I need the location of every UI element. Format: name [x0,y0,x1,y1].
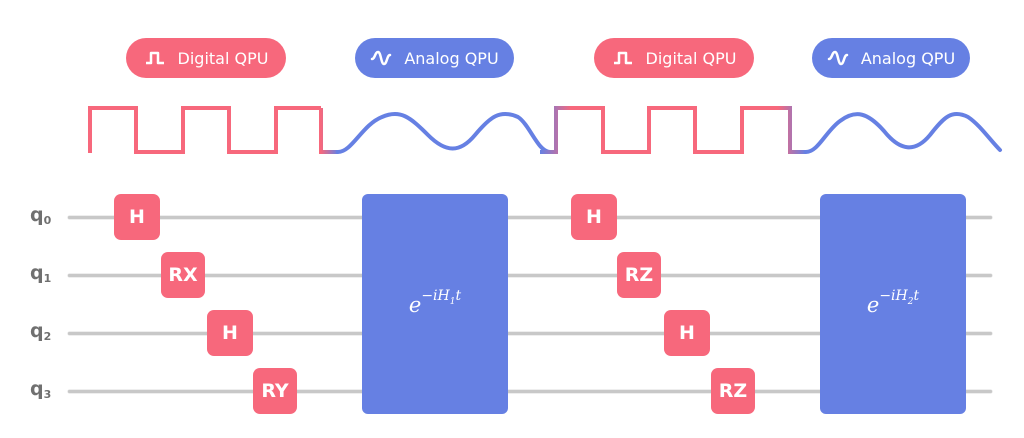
square-wave-icon [145,51,164,65]
analog-qpu-pill-2: Analog QPU [812,38,970,78]
transition-analog-digital-1 [540,106,572,154]
gate-h-q0[interactable]: H [571,194,617,240]
gate-rz-q3[interactable]: RZ [711,368,755,414]
gate-rx-q1[interactable]: RX [161,252,205,298]
gate-rz-q1[interactable]: RZ [617,252,661,298]
pill-label: Digital QPU [645,48,737,68]
sine-wave-segment-2 [804,111,1002,154]
gate-ry-q3[interactable]: RY [253,368,297,414]
gate-h-q2[interactable]: H [207,310,253,356]
qubit-wire-2 [68,332,992,335]
transition-digital-analog-2 [778,106,806,154]
pill-label: Analog QPU [404,48,499,68]
sine-wave-icon [827,50,849,66]
waveform [88,106,1002,154]
square-wave-icon [613,51,632,65]
gate-h-q0[interactable]: H [114,194,160,240]
hamiltonian-evolution-formula: e−iH1t [408,287,462,317]
qubit-label-0: q0 [30,204,52,227]
square-wave-segment-1 [88,106,321,154]
analog-qpu-pill-1: Analog QPU [355,38,514,78]
qubit-wire-1 [68,274,992,277]
qubit-label-3: q3 [30,378,52,401]
hamiltonian-evolution-formula: e−iH2t [866,287,920,317]
qubit-label-2: q2 [30,320,52,343]
analog-evolution-block-2[interactable]: e−iH2t [820,194,966,414]
qubit-label-1: q1 [30,262,52,285]
qubit-wire-0 [68,216,992,219]
digital-qpu-pill-1: Digital QPU [126,38,286,78]
square-wave-segment-2 [570,106,780,154]
qubit-wire-3 [68,390,992,393]
sine-wave-segment-1 [336,111,552,154]
pill-label: Digital QPU [177,48,269,68]
gate-h-q2[interactable]: H [664,310,710,356]
pill-label: Analog QPU [860,48,956,68]
sine-wave-icon [371,50,392,66]
transition-digital-analog-1 [319,108,338,154]
analog-evolution-block-1[interactable]: e−iH1t [362,194,508,414]
digital-qpu-pill-2: Digital QPU [594,38,754,78]
